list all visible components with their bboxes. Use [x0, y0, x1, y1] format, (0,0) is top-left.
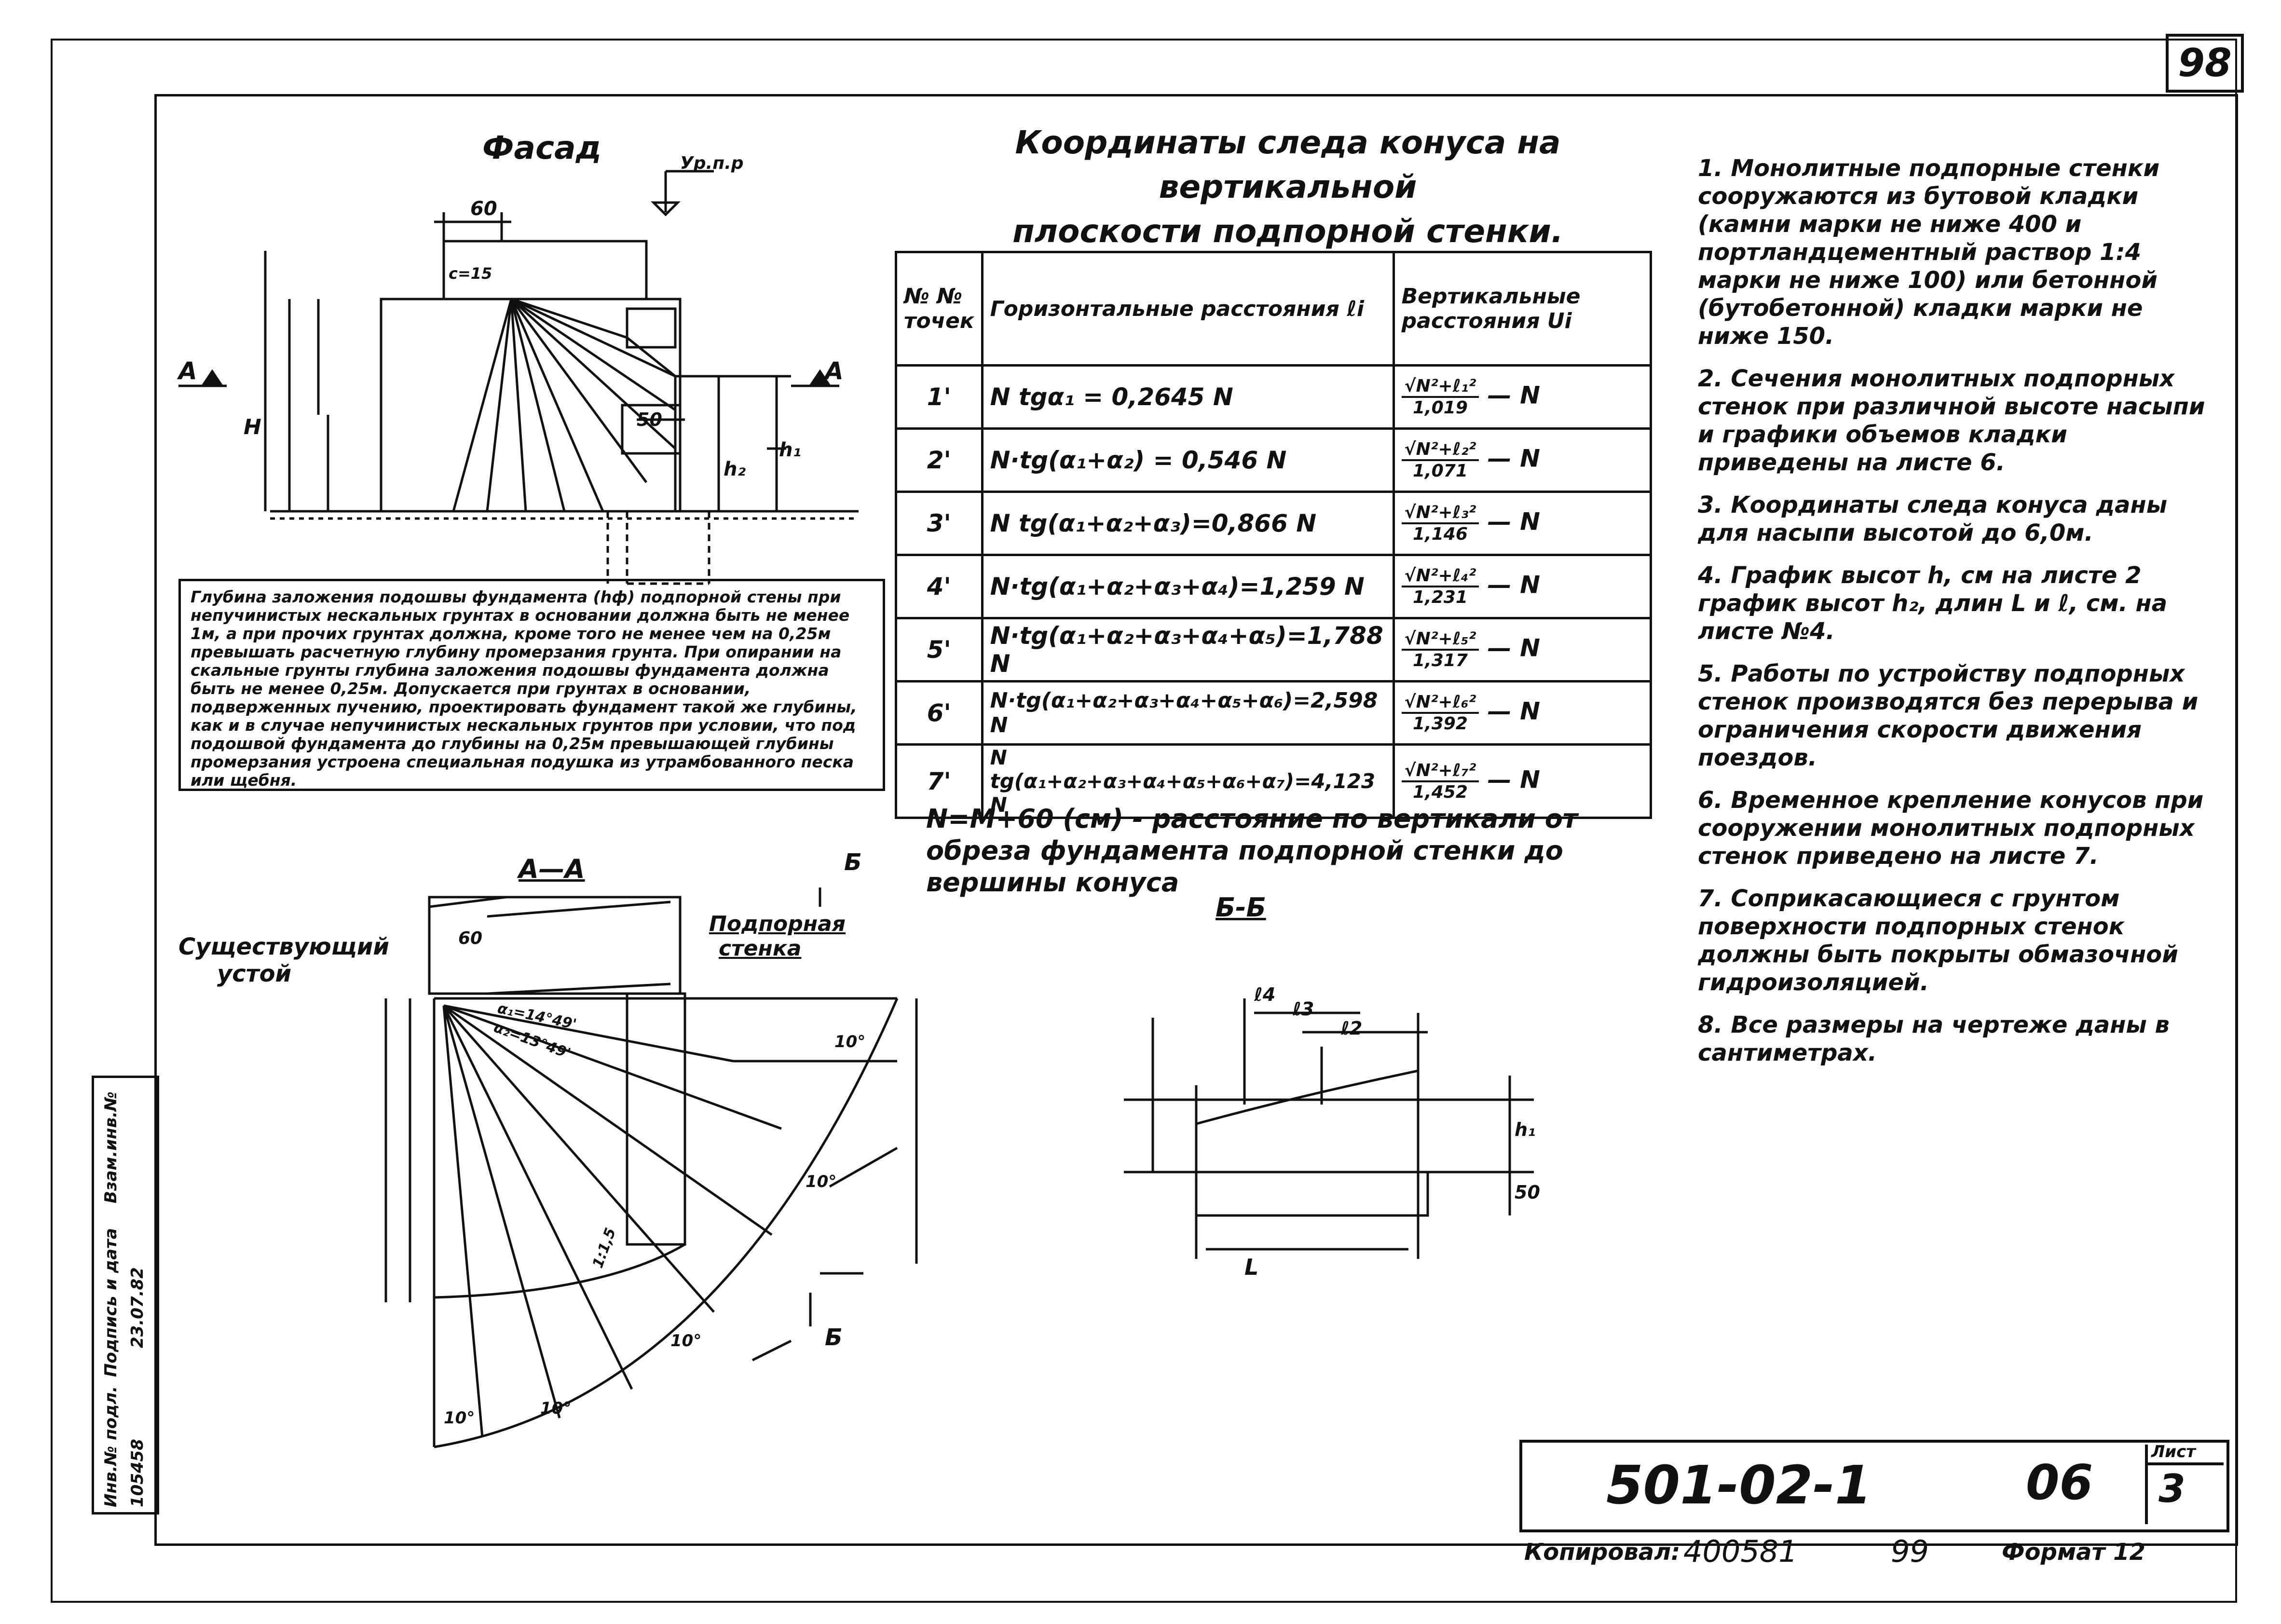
H-label: H: [244, 415, 261, 439]
facade-drawing: [178, 170, 859, 585]
note-item: 5. Работы по устройству подпорных стенок…: [1698, 660, 2199, 771]
list-label: Лист: [2151, 1442, 2196, 1461]
section-bb-title: Б-Б: [1216, 892, 1266, 923]
main-title-line2: плоскости подпорной стенки.: [1012, 213, 1563, 250]
section-aa-drawing: [384, 887, 918, 1448]
L-label: L: [1244, 1254, 1259, 1280]
horizontal-cell: N·tg(α₁+α₂+α₃+α₄+α₅)=1,788 N: [981, 617, 1395, 682]
h1-bb-label: h₁: [1515, 1119, 1536, 1140]
h2-label: h₂: [724, 458, 746, 480]
coordinates-table: № № точек Горизонтальные расстояния ℓi В…: [895, 251, 1652, 819]
copy-number: 400581: [1683, 1534, 1798, 1569]
n-formula: N=M+60 (см) - расстояние по вертикали от…: [926, 804, 1578, 898]
table-row: 7' N tg(α₁+α₂+α₃+α₄+α₅+α₆+α₇)=4,123 N √N…: [895, 743, 1652, 819]
dim-50-label: 50: [637, 409, 662, 430]
sign-value: 23.07.82: [128, 1267, 147, 1348]
table-row: 6' N·tg(α₁+α₂+α₃+α₄+α₅+α₆)=2,598 N √N²+ℓ…: [895, 680, 1652, 746]
point-cell: 1': [895, 364, 983, 430]
level-label: Ур.п.р: [680, 153, 744, 173]
horizontal-cell: N·tg(α₁+α₂) = 0,546 N: [981, 427, 1395, 493]
section-bb-drawing: [1124, 998, 1534, 1259]
point-cell: 7': [895, 743, 983, 819]
retaining-wall-label: Подпорная стенка: [709, 912, 846, 961]
main-title: Координаты следа конуса на вертикальной …: [902, 121, 1674, 254]
l2-label: ℓ2: [1341, 1018, 1363, 1039]
main-title-line1: Координаты следа конуса на вертикальной: [1015, 124, 1561, 205]
point-cell: 2': [895, 427, 983, 493]
copy-number-2: 99: [1891, 1534, 1929, 1569]
header-vertical: Вертикальные расстояния Ui: [1392, 251, 1652, 367]
sign-label: Подпись и дата: [101, 1228, 121, 1377]
ten-deg-label: 10°: [444, 1408, 475, 1428]
inv-value: 105458: [128, 1439, 147, 1507]
note-item: 7. Соприкасающиеся с грунтом поверхности…: [1698, 885, 2178, 996]
ten-deg-label: 10°: [834, 1032, 866, 1051]
h1-label: h₁: [779, 439, 801, 461]
format-label: Формат 12: [2002, 1539, 2145, 1566]
note-item: 2. Сечения монолитных подпорных стенок п…: [1698, 365, 2205, 476]
ten-deg-label: 10°: [540, 1399, 572, 1418]
note-item: 8. Все размеры на чертеже даны в сантиме…: [1698, 1011, 2170, 1066]
point-cell: 4': [895, 554, 983, 619]
l3-label: ℓ3: [1293, 998, 1314, 1020]
title-block: [1519, 1440, 2229, 1532]
list-number: 3: [2158, 1466, 2185, 1511]
copied-label: Копировал:: [1524, 1539, 1680, 1566]
general-notes: 1. Монолитные подпорные стенки сооружают…: [1698, 154, 2219, 1081]
header-horizontal: Горизонтальные расстояния ℓi: [981, 251, 1395, 367]
existing-abutment-label: Существующий устой: [178, 933, 390, 987]
ten-deg-label: 10°: [806, 1172, 837, 1191]
revision: 06: [2026, 1454, 2093, 1511]
title-block-lines: [2145, 1445, 2224, 1524]
header-points: № № точек: [895, 251, 983, 367]
section-aa-title: А—А: [519, 854, 585, 884]
foundation-note: Глубина заложения подошвы фундамента (hф…: [178, 579, 885, 791]
point-cell: 3': [895, 491, 983, 556]
l4-label: ℓ4: [1254, 984, 1276, 1005]
horizontal-cell: N tg(α₁+α₂+α₃)=0,866 N: [981, 491, 1395, 556]
facade-title: Фасад: [482, 129, 601, 166]
dim-50-bb: 50: [1515, 1182, 1540, 1203]
section-b-top-marker: Б: [844, 849, 862, 876]
section-a-left-marker: А: [178, 357, 197, 385]
note-item: 1. Монолитные подпорные стенки сооружают…: [1698, 155, 2160, 350]
sheet-number: 98: [2166, 34, 2244, 93]
note-item: 4. График высот h, см на листе 2 график …: [1698, 562, 2168, 645]
note-item: 3. Координаты следа конуса даны для насы…: [1698, 491, 2168, 546]
horizontal-cell: N tg(α₁+α₂+α₃+α₄+α₅+α₆+α₇)=4,123 N: [981, 743, 1395, 819]
section-a-right-marker: А: [825, 357, 844, 385]
dim-60-aa: 60: [458, 928, 483, 948]
horizontal-cell: N tgα₁ = 0,2645 N: [981, 364, 1395, 430]
table-header-row: № № точек Горизонтальные расстояния ℓi В…: [895, 251, 1652, 367]
dim-60-label: 60: [470, 198, 497, 220]
horizontal-cell: N·tg(α₁+α₂+α₃+α₄+α₅+α₆)=2,598 N: [981, 680, 1395, 746]
replace-label: Взам.инв.№: [101, 1092, 121, 1203]
note-item: 6. Временное крепление конусов при соору…: [1698, 787, 2204, 870]
ten-deg-label: 10°: [670, 1331, 702, 1351]
point-cell: 5': [895, 617, 983, 682]
horizontal-cell: N·tg(α₁+α₂+α₃+α₄)=1,259 N: [981, 554, 1395, 619]
point-cell: 6': [895, 680, 983, 746]
side-stamp: Инв.№ подл. 105458 Подпись и дата 23.07.…: [92, 1076, 159, 1515]
drawing-frame: [154, 94, 2238, 1546]
section-b-bottom-marker: Б: [825, 1324, 843, 1351]
c15-label: с=15: [449, 264, 492, 283]
document-code: 501-02-1: [1606, 1454, 1872, 1516]
inv-label: Инв.№ подл.: [101, 1386, 121, 1507]
